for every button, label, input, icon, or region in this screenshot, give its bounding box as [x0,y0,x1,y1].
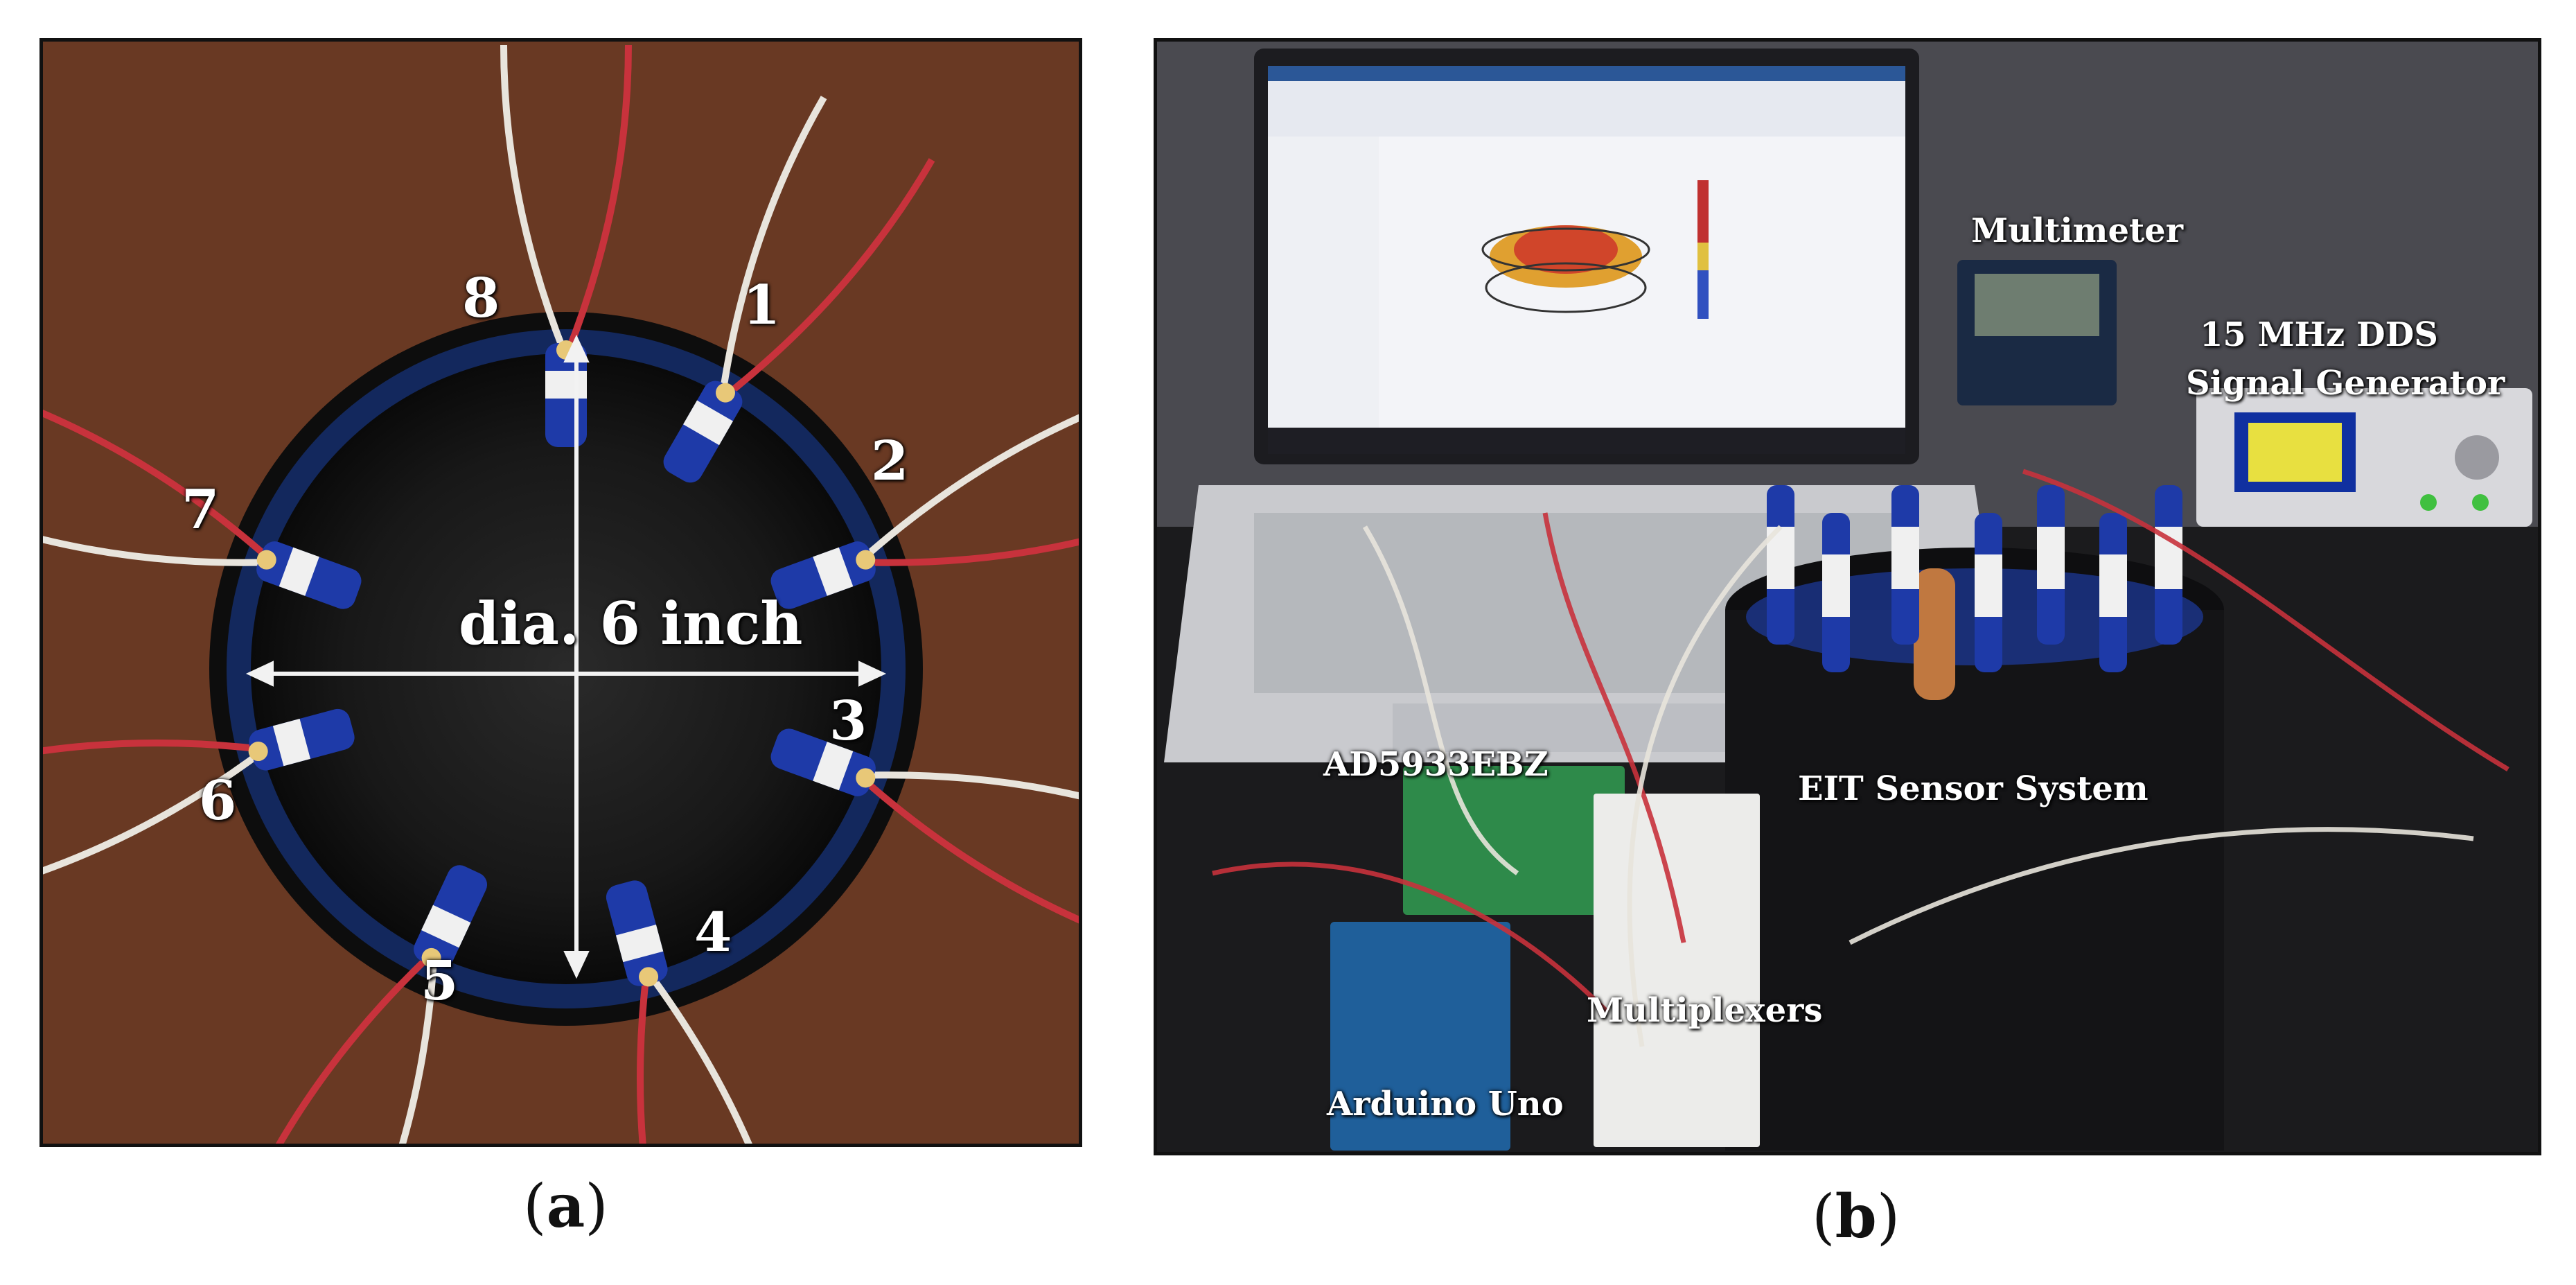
label-eit-sensor: EIT Sensor System [1798,769,2149,808]
electrode-label-5: 5 [421,950,459,1013]
touchpad [1393,703,1725,752]
taskbar [1268,428,1905,454]
tank-electrode [2155,485,2182,645]
electrode-2 [770,541,876,609]
electrode-7 [256,541,362,609]
electrode-label-8: 8 [462,267,500,330]
label-signal-generator-line2: Signal Generator [2186,364,2505,403]
electrode-5 [414,865,488,969]
electrode-3 [770,728,876,796]
caption-a: (a) [523,1171,608,1241]
diameter-label: dia. 6 inch [459,589,803,658]
tank-electrode [1822,513,1850,672]
tank-interior [251,353,881,984]
caption-b: (b) [1812,1182,1900,1252]
electrode-label-2: 2 [871,430,909,493]
electrode-label-6: 6 [199,769,237,832]
electrode-4 [606,880,668,987]
tank-electrode [2099,513,2127,672]
ad5933-board [1403,766,1625,915]
label-multiplexers: Multiplexers [1587,991,1823,1030]
electrode-label-1: 1 [743,274,781,337]
electrode-label-4: 4 [694,901,732,964]
carrot [1914,568,1955,700]
electrode-label-7: 7 [182,478,220,541]
arduino-board [1330,922,1510,1151]
electrode-1 [663,381,743,483]
label-multimeter: Multimeter [1971,211,2183,250]
tank-electrode [1975,513,2002,672]
electrode-6 [248,708,355,771]
eit-setup-scene [1157,42,2538,1152]
breadboard [1594,794,1760,1147]
tank-electrode [1891,485,1919,645]
tank-electrode [1767,485,1794,645]
label-arduino: Arduino Uno [1327,1085,1564,1124]
label-signal-generator-line1: 15 MHz DDS [2200,315,2438,354]
diameter-arrows [245,334,887,979]
electrode-tank-top-view [43,42,1079,1144]
electrode-label-3: 3 [829,690,867,753]
panel-a-photo: 1 2 3 4 5 6 7 8 dia. 6 inch [39,38,1082,1147]
panel-b-photo: Multimeter 15 MHz DDS Signal Generator A… [1154,38,2541,1155]
label-ad5933: AD5933EBZ [1323,745,1549,784]
signal-generator-device [2196,388,2532,527]
tank-electrode [2037,485,2065,645]
